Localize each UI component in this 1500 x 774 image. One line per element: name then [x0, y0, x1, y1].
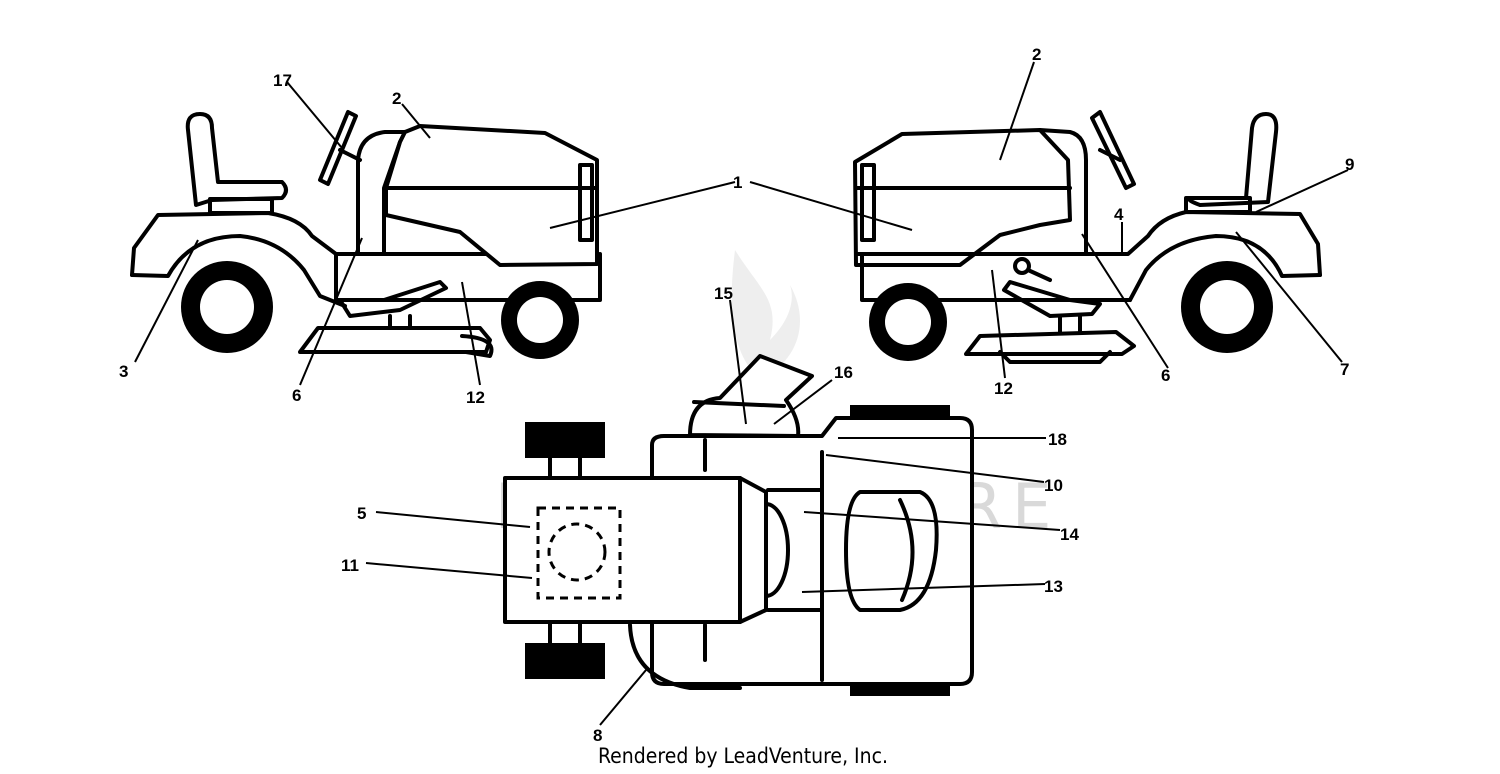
hood: [384, 124, 599, 267]
tractor-left-side-view: [130, 110, 602, 359]
callout-1: 1: [733, 173, 742, 192]
hood-top: [503, 476, 768, 624]
callout-3: 3: [119, 362, 128, 381]
tractor-right-side-view: [853, 110, 1322, 364]
callout-7: 7: [1340, 360, 1349, 379]
rear-fender: [856, 210, 1322, 277]
callout-6-left: 6: [292, 386, 301, 405]
callout-2-right: 2: [1032, 45, 1041, 64]
callout-12-right: 12: [994, 379, 1013, 398]
seat: [1187, 112, 1279, 207]
mower-deck: [964, 330, 1136, 356]
callout-2-left: 2: [392, 89, 401, 108]
callout-15: 15: [714, 284, 733, 303]
callout-5: 5: [357, 504, 366, 523]
callout-18: 18: [1048, 430, 1067, 449]
hood: [853, 128, 1072, 267]
callout-16: 16: [834, 363, 853, 382]
callout-6-right: 6: [1161, 366, 1170, 385]
discharge-chute: [688, 354, 814, 438]
callout-10: 10: [1044, 476, 1063, 495]
callout-4: 4: [1114, 205, 1124, 224]
mower-deck: [298, 326, 492, 354]
leader-lines: [134, 61, 1349, 726]
seat: [185, 112, 288, 207]
callout-13: 13: [1044, 577, 1063, 596]
callout-8: 8: [593, 726, 602, 745]
callout-12-left: 12: [466, 388, 485, 407]
callout-14: 14: [1060, 525, 1079, 544]
steering-wheel: [318, 110, 358, 186]
tractor-top-view: [503, 354, 974, 696]
callout-17: 17: [273, 71, 292, 90]
callout-9: 9: [1345, 155, 1354, 174]
callout-11: 11: [341, 556, 359, 575]
rendered-by-credit: Rendered by LeadVenture, Inc.: [598, 744, 888, 768]
steering-wheel: [1090, 110, 1136, 190]
rear-fender: [130, 211, 598, 277]
callout-labels: 1 2 2 3 4 5 6 6 7 8 9 10 11 12 12 13 14 …: [119, 45, 1354, 745]
